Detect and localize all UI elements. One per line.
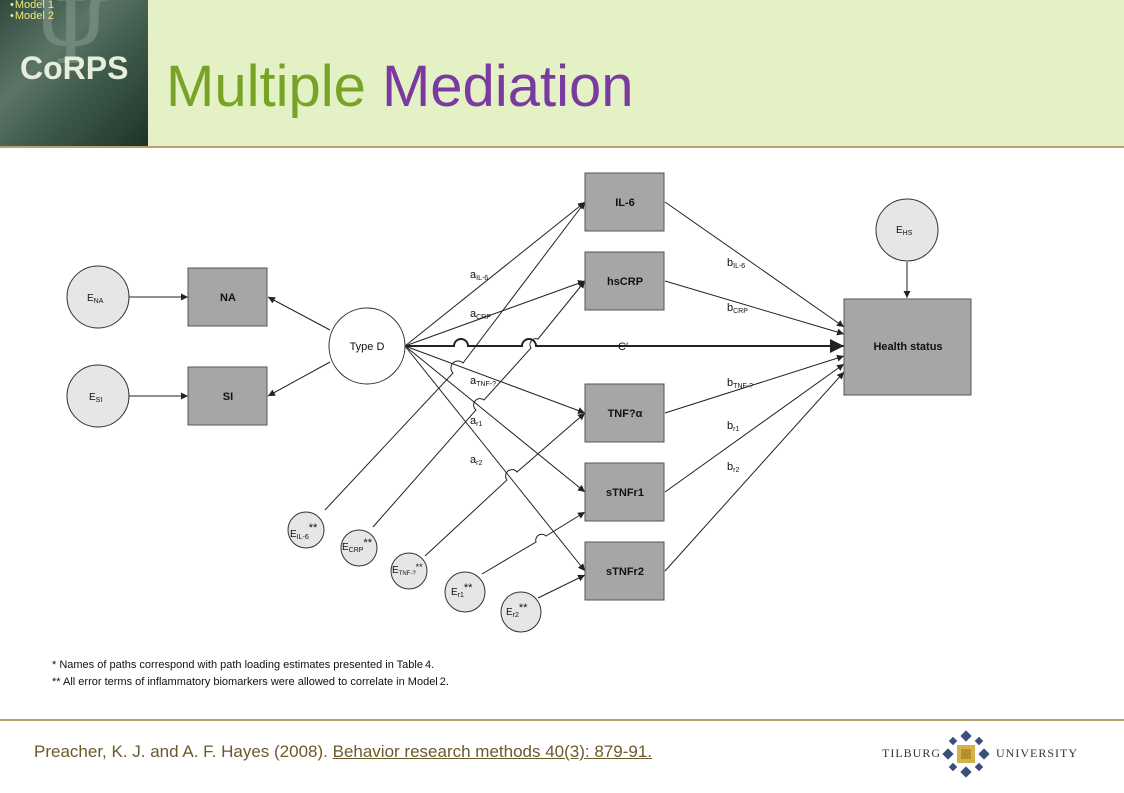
path-label-b-r2: br2 — [727, 461, 739, 474]
logo-bullet-model-2: Model 2 — [10, 11, 54, 22]
footer-divider — [0, 719, 1124, 721]
arrow-er2-stnfr2 — [537, 574, 586, 599]
corps-logo: Ψ Model 1 Model 2 CoRPS — [0, 0, 148, 146]
circle-e-r1-label: Er1** — [451, 582, 473, 599]
logo-bullet-model-1: Model 1 — [10, 0, 54, 11]
box-stnfr2-label: sTNFr2 — [606, 566, 644, 578]
circle-e-tnf-label: ETNF-?** — [392, 562, 423, 577]
box-hscrp-label: hsCRP — [607, 276, 643, 288]
logo-name: CoRPS — [20, 50, 129, 86]
path-b-r2 — [664, 371, 845, 572]
box-stnfr1: sTNFr1 — [584, 462, 665, 522]
path-b-crp — [664, 280, 845, 336]
path-b-il6 — [664, 201, 845, 328]
circle-e-si-label: ESI — [89, 392, 102, 404]
box-si-label: SI — [223, 391, 233, 403]
circle-e-r2-label: Er2** — [506, 602, 528, 619]
circle-type-d: Type D — [328, 307, 406, 385]
path-label-b-il6: bIL-6 — [727, 257, 745, 270]
path-label-a-r1: ar1 — [470, 415, 482, 428]
arrow-typed-na — [267, 296, 331, 331]
path-label-b-crp: bCRP — [727, 302, 748, 315]
box-health-status-label: Health status — [873, 341, 942, 353]
circle-e-na: ENA — [66, 265, 130, 329]
box-tnf-label: TNF?α — [608, 408, 643, 420]
circle-e-na-label: ENA — [87, 293, 104, 305]
circle-e-crp: ECRP** — [340, 529, 378, 567]
path-label-c-prime: C′ — [618, 341, 628, 353]
box-stnfr2: sTNFr2 — [584, 541, 665, 601]
box-si: SI — [187, 366, 268, 426]
citation: Preacher, K. J. and A. F. Hayes (2008). … — [34, 742, 652, 762]
tilburg-university-logo: TILBURG UNIVERSITY — [882, 728, 1077, 780]
path-b-r1 — [664, 363, 845, 493]
circle-e-hs: EHS — [875, 198, 939, 262]
path-b-tnf — [664, 354, 845, 414]
arrow-eil6-il6 — [324, 201, 586, 511]
circle-e-r1: Er1** — [444, 571, 486, 613]
circle-e-si: ESI — [66, 364, 130, 428]
university-crest-icon — [942, 730, 990, 778]
university-name-left: TILBURG — [882, 746, 941, 760]
footnote-2: ** All error terms of inflammatory bioma… — [52, 676, 449, 688]
path-label-a-il6: aIL-6 — [470, 269, 488, 282]
path-a-tnf — [404, 345, 586, 414]
circle-e-il6: EIL-6** — [287, 511, 325, 549]
path-a-r2 — [404, 345, 586, 572]
footnote-1: * Names of paths correspond with path lo… — [52, 659, 434, 671]
mediation-diagram: NA SI IL-6 hsCRP TNF?α sTNFr1 sTNFr2 Hea… — [52, 172, 972, 688]
path-a-il6 — [404, 201, 586, 347]
arrow-typed-si — [267, 361, 331, 397]
path-label-b-tnf: bTNF-? — [727, 377, 753, 390]
box-il6-label: IL-6 — [615, 197, 635, 209]
path-a-crp — [404, 280, 586, 347]
path-label-b-r1: br1 — [727, 420, 739, 433]
circle-e-crp-label: ECRP** — [342, 537, 373, 554]
arrow-etnf-tnf — [424, 412, 586, 557]
circle-e-il6-label: EIL-6** — [290, 522, 318, 541]
header-divider — [0, 146, 1124, 148]
logo-bullet-list: Model 1 Model 2 — [10, 0, 54, 22]
citation-authors: Preacher, K. J. and A. F. Hayes (2008). — [34, 742, 333, 761]
path-label-a-r2: ar2 — [470, 454, 482, 467]
box-il6: IL-6 — [584, 172, 665, 232]
path-label-a-tnf: aTNF-? — [470, 375, 496, 388]
citation-link[interactable]: Behavior research methods 40(3): 879-91. — [332, 742, 653, 761]
circle-e-hs-label: EHS — [896, 225, 913, 237]
circle-e-r2: Er2** — [500, 591, 542, 633]
header-band: Ψ Model 1 Model 2 CoRPS Multiple Mediati… — [0, 0, 1124, 146]
arrow-er1-stnfr1 — [481, 511, 586, 575]
circle-type-d-label: Type D — [350, 341, 385, 353]
path-a-r1 — [404, 345, 586, 493]
arrow-ecrp-hscrp — [372, 280, 586, 528]
box-stnfr1-label: sTNFr1 — [606, 487, 644, 499]
circle-e-tnf: ETNF-?** — [390, 552, 428, 590]
university-name-right: UNIVERSITY — [996, 746, 1078, 760]
slide-title: Multiple Mediation — [166, 52, 633, 122]
title-part-mediation: Mediation — [381, 54, 634, 119]
box-na: NA — [187, 267, 268, 327]
box-tnf: TNF?α — [584, 383, 665, 443]
path-c-prime — [405, 338, 844, 353]
path-label-a-crp: aCRP — [470, 308, 491, 321]
box-hscrp: hsCRP — [584, 251, 665, 311]
box-na-label: NA — [220, 292, 236, 304]
title-part-multiple: Multiple — [166, 54, 366, 119]
box-health-status: Health status — [843, 298, 972, 396]
